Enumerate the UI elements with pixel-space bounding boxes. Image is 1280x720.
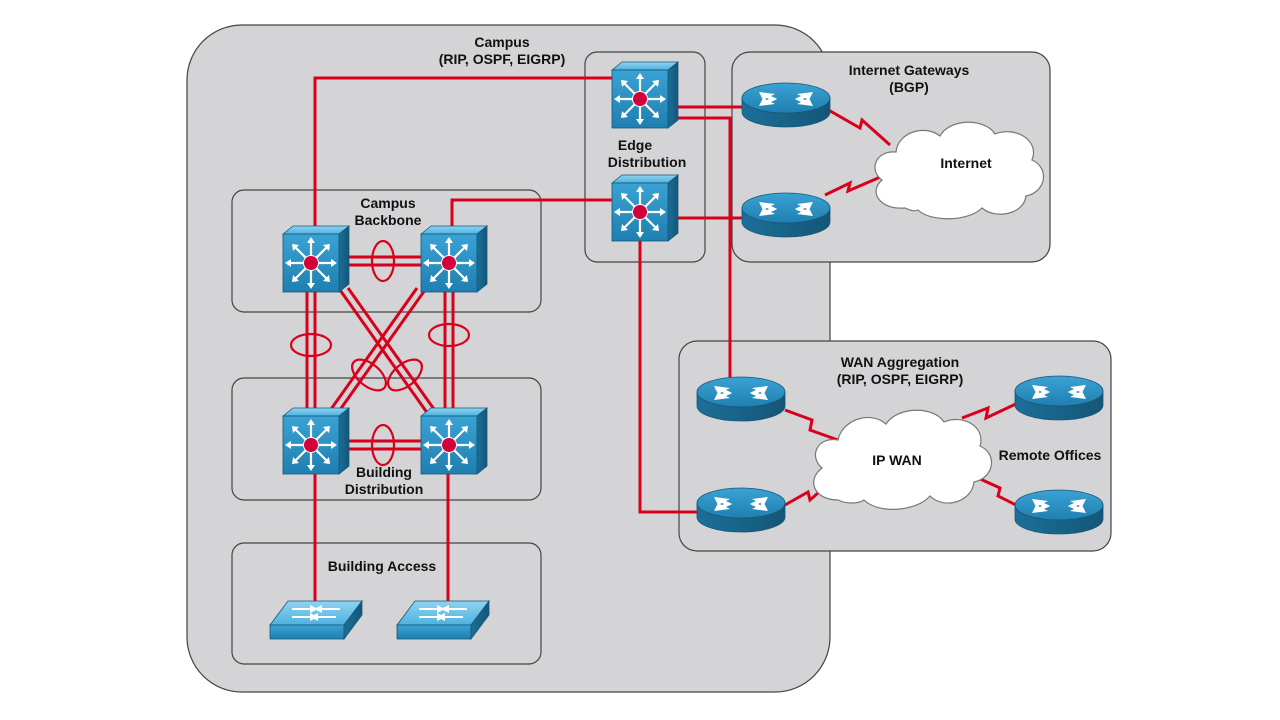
- campus-title: Campus: [474, 34, 529, 50]
- campus-protocols: (RIP, OSPF, EIGRP): [439, 51, 566, 67]
- link-backbone-to-edge-top: [313, 76, 632, 258]
- building-distribution-title-line2: Distribution: [345, 481, 424, 497]
- ip-wan-cloud-icon: [813, 409, 993, 510]
- link-diag-b1: [335, 289, 427, 415]
- etherchannel-bundles: [289, 239, 471, 467]
- serial-ipwan-to-remote-bottom: [977, 476, 1023, 510]
- ip-wan-cloud-label: IP WAN: [872, 452, 922, 468]
- serial-wan-router-to-ipwan-top: [784, 408, 839, 442]
- bundle-left-vertical: [289, 332, 333, 358]
- edge-distribution-title-line1: Edge: [618, 137, 652, 153]
- building-distribution-switch-right-icon[interactable]: [419, 406, 489, 476]
- serial-router-to-internet-top: [824, 106, 891, 147]
- wan-aggregation-title: WAN Aggregation: [841, 354, 959, 370]
- building-distribution-title-line1: Building: [356, 464, 412, 480]
- network-links: [305, 76, 1023, 612]
- bundle-distribution: [370, 423, 396, 467]
- edge-distribution-title-line2: Distribution: [608, 154, 687, 170]
- bundle-diag-left: [351, 358, 387, 392]
- building-access-switch-left-icon[interactable]: [269, 600, 363, 640]
- internet-cloud-icon: [874, 121, 1045, 220]
- serial-ipwan-to-remote-top: [961, 400, 1021, 421]
- building-distribution-switch-left-icon[interactable]: [281, 406, 351, 476]
- link-edge-bottom-to-wan-router: [638, 225, 710, 514]
- campus-backbone-title-line1: Campus: [360, 195, 415, 211]
- campus-backbone-switch-left-icon[interactable]: [281, 224, 351, 294]
- edge-distribution-switch-top-icon[interactable]: [610, 60, 680, 130]
- remote-office-router-top-icon[interactable]: [1014, 375, 1104, 421]
- link-diag-b2: [327, 287, 419, 413]
- edge-distribution-switch-bottom-icon[interactable]: [610, 173, 680, 243]
- building-access-title: Building Access: [328, 558, 437, 574]
- internet-gateway-router-bottom-icon[interactable]: [741, 192, 831, 238]
- wan-aggregation-router-bottom-icon[interactable]: [696, 487, 786, 533]
- wan-aggregation-router-top-icon[interactable]: [696, 376, 786, 422]
- internet-gateways-protocol: (BGP): [889, 79, 929, 95]
- remote-office-router-bottom-icon[interactable]: [1014, 489, 1104, 535]
- building-access-switch-right-icon[interactable]: [396, 600, 490, 640]
- serial-router-to-internet-bottom: [824, 173, 886, 197]
- bundle-right-vertical: [427, 322, 471, 348]
- link-diag-a1: [338, 289, 430, 415]
- internet-gateway-router-top-icon[interactable]: [741, 82, 831, 128]
- wan-aggregation-protocols: (RIP, OSPF, EIGRP): [837, 371, 964, 387]
- remote-offices-label: Remote Offices: [999, 447, 1102, 463]
- link-diag-a2: [346, 287, 438, 413]
- campus-backbone-title-line2: Backbone: [355, 212, 422, 228]
- internet-gateways-title: Internet Gateways: [849, 62, 970, 78]
- internet-cloud-label: Internet: [940, 155, 992, 171]
- campus-backbone-switch-right-icon[interactable]: [419, 224, 489, 294]
- bundle-diag-right: [387, 358, 423, 392]
- bundle-backbone: [370, 239, 396, 283]
